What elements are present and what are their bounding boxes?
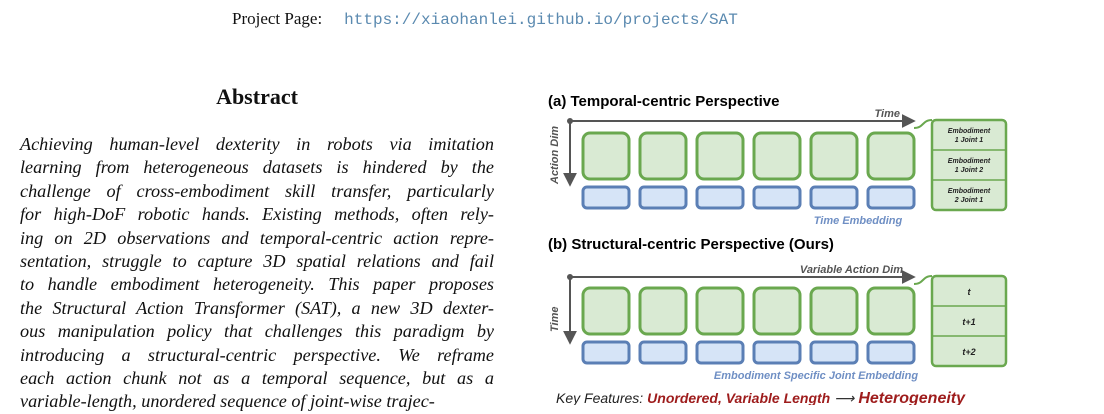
panel-b-side-column <box>930 274 1008 368</box>
embedding-token <box>809 340 859 365</box>
panel-b-connector <box>913 275 933 285</box>
embedding-token <box>752 340 802 365</box>
panel-b-title-text: (b) Structural-centric Perspective (Ours… <box>548 236 834 253</box>
action-token <box>638 131 688 181</box>
panel-a-time-axis-label: Time <box>875 108 900 120</box>
project-page-link[interactable]: https://xiaohanlei.github.io/projects/SA… <box>344 11 738 29</box>
panel-a-title: (a) Temporal-centric Perspective <box>548 93 779 110</box>
panel-a-side-column <box>930 118 1008 212</box>
action-token <box>866 286 916 336</box>
abstract-body: Achieving human-level dexterity in robot… <box>20 133 494 414</box>
action-token <box>581 131 631 181</box>
project-page-label: Project Page: <box>232 9 323 28</box>
panel-b-side-labels: t t+1 t+2 <box>962 287 975 357</box>
embedding-token <box>581 185 631 210</box>
panel-b: (b) Structural-centric Perspective (Ours… <box>548 236 1008 382</box>
embedding-token <box>638 340 688 365</box>
embedding-token <box>695 185 745 210</box>
side-cell-label: Embodiment <box>948 158 991 165</box>
panel-a-time-embeddings <box>581 185 916 210</box>
panel-a-connector <box>913 119 933 129</box>
action-token <box>809 131 859 181</box>
embedding-token <box>581 340 631 365</box>
action-token <box>581 286 631 336</box>
embedding-token <box>866 340 916 365</box>
key-features-result: Heterogeneity <box>858 390 966 405</box>
abstract-line: sentation, struggle to capture 3D spatia… <box>20 250 494 271</box>
embedding-token <box>638 185 688 210</box>
side-cell-label: t+2 <box>962 347 975 357</box>
side-cell-label: Embodiment <box>948 128 991 135</box>
side-cell-label: 1 Joint 1 <box>955 137 984 144</box>
side-cell-label: t <box>968 287 972 297</box>
abstract-line: ing on 2D observations and temporal-cent… <box>20 227 494 248</box>
panel-b-title: (b) Structural-centric Perspective (Ours… <box>548 236 834 253</box>
key-features-prefix: Key Features: <box>556 390 643 405</box>
action-token <box>752 286 802 336</box>
abstract-line: challenge of cross-embodiment skill tran… <box>20 180 494 201</box>
abstract-heading: Abstract <box>216 84 298 109</box>
action-token <box>809 286 859 336</box>
abstract-line: for high-DoF robotic hands. Existing met… <box>20 204 494 225</box>
panel-b-time-label: Time <box>549 307 561 332</box>
panel-a-side-labels: Embodiment 1 Joint 1 Embodiment 1 Joint 2 Em… <box>948 128 991 204</box>
action-token <box>695 131 745 181</box>
project-page-line: Project Page: https://xiaohanlei.github.i… <box>232 9 738 29</box>
panel-b-action-dim-axis-label: Variable Action Dim <box>800 264 903 276</box>
panel-a-action-tokens <box>581 131 916 181</box>
embedding-token <box>752 185 802 210</box>
panel-a: (a) Temporal-centric Perspective Time Ac… <box>548 93 1008 227</box>
panel-b-joint-embeddings <box>581 340 916 365</box>
action-token <box>638 286 688 336</box>
key-features-line: Key Features: Unordered, Variable Length ⟶… <box>556 390 966 405</box>
panel-a-action-dim-label: Action Dim <box>549 126 561 185</box>
abstract-line: variable-length, unordered sequence of j… <box>20 391 435 412</box>
panel-b-action-tokens <box>581 286 916 336</box>
embedding-token <box>809 185 859 210</box>
panel-a-title-text: (a) Temporal-centric Perspective <box>548 93 779 110</box>
embedding-token <box>695 340 745 365</box>
abstract-line: Achieving human-level dexterity in robot… <box>20 134 494 154</box>
abstract-line: learning from heterogeneous datasets is … <box>20 157 494 178</box>
abstract-line: to handle embodiment heterogeneity. This… <box>20 274 494 295</box>
abstract-line: each action chunk not as a temporal sequ… <box>20 367 494 388</box>
side-cell-label: Embodiment <box>948 188 991 195</box>
action-token <box>695 286 745 336</box>
action-token <box>752 131 802 181</box>
panel-b-embedding-label: Embodiment Specific Joint Embedding <box>714 370 918 382</box>
panel-a-embedding-label: Time Embedding <box>814 215 903 227</box>
key-features-arrow: ⟶ <box>834 390 855 405</box>
sat-comparison-figure: (a) Temporal-centric Perspective Time Ac… <box>548 93 1008 405</box>
abstract-line: the Structural Action Transformer (SAT),… <box>20 297 494 318</box>
side-cell-label: 1 Joint 2 <box>955 167 984 174</box>
action-token <box>866 131 916 181</box>
abstract-line: ous manipulation policy that challenges … <box>20 321 494 342</box>
side-cell-label: 2 Joint 1 <box>954 197 984 204</box>
side-cell-label: t+1 <box>962 317 975 327</box>
key-features-highlight: Unordered, Variable Length <box>647 390 830 405</box>
abstract-line: introducing a structural-centric perspec… <box>20 344 494 365</box>
embedding-token <box>866 185 916 210</box>
